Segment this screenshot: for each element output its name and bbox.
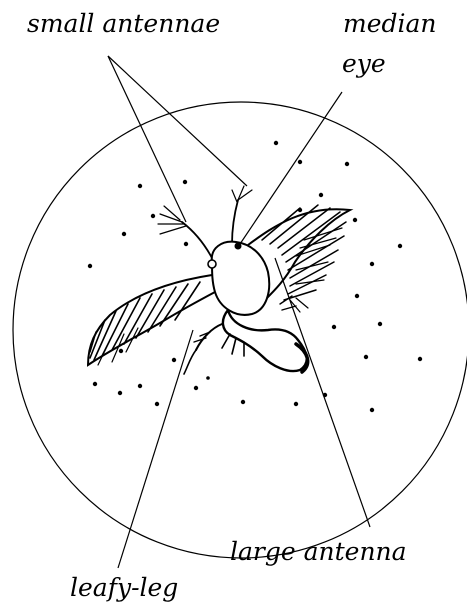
left-large-antenna xyxy=(88,275,215,365)
label-median-eye-line1: median xyxy=(343,9,437,38)
label-large-antenna: large antenna xyxy=(230,537,407,566)
label-leafy-leg: leafy-leg xyxy=(70,573,178,602)
label-small-antennae: small antennae xyxy=(27,9,220,38)
label-median-eye-line2: eye xyxy=(342,49,386,78)
